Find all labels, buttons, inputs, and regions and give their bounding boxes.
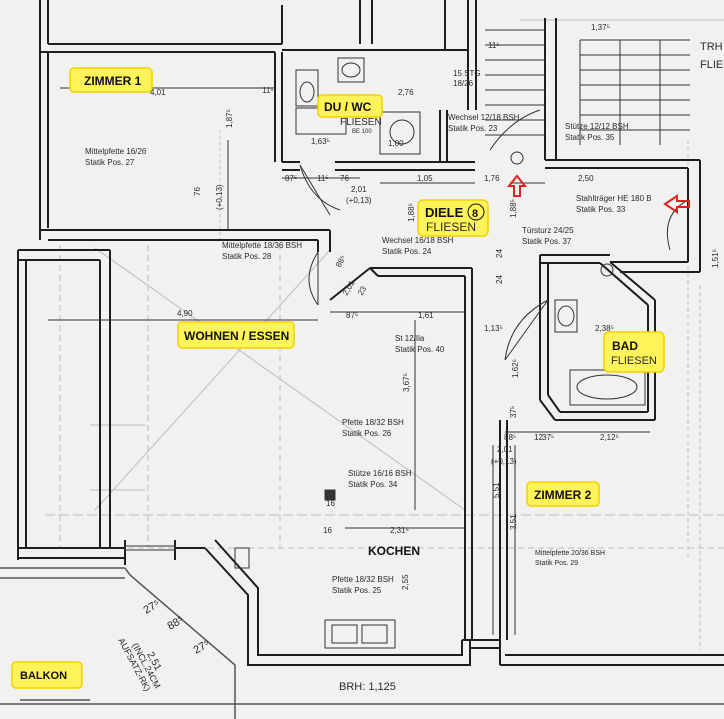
- note-statik-34: Statik Pos. 34: [348, 480, 398, 489]
- dim-151: 1,51⁵: [711, 249, 720, 268]
- note-statik-26: Statik Pos. 26: [342, 429, 392, 438]
- note-wechsel-12: Wechsel 12/18 BSH: [448, 113, 520, 122]
- note-tuersturz: Türsturz 24/25: [522, 226, 574, 235]
- note-statik-24: Statik Pos. 24: [382, 247, 432, 256]
- room-label-wohnen: WOHNEN / ESSEN: [184, 329, 289, 343]
- dim-188b: 1,88⁵: [509, 199, 518, 218]
- ghost-lines: [18, 19, 724, 650]
- note-statik-27: Statik Pos. 27: [85, 158, 135, 167]
- dim-490: 4,90: [177, 309, 193, 318]
- dim-115b: 11⁵: [488, 41, 500, 50]
- dim-161: 1,61: [418, 311, 434, 320]
- dim-37b: 37⁵: [509, 406, 518, 418]
- note-stuetze-1212: Stütze 12/12 BSH: [565, 122, 629, 131]
- room-label-zimmer2: ZIMMER 2: [534, 488, 592, 502]
- dim-88b: 88⁵: [504, 433, 516, 442]
- dim-76a: 76: [340, 174, 349, 183]
- red-arrows: [506, 174, 690, 214]
- room-label-balkon: BALKON: [20, 670, 67, 682]
- arrow-up-icon: [506, 174, 528, 197]
- dim-76b: 76: [193, 187, 202, 196]
- arrow-left-icon: [663, 194, 690, 214]
- dim-351: 3,51: [509, 514, 518, 530]
- dim-255: 2,55: [401, 574, 410, 590]
- room-label-du-wc: DU / WC: [324, 100, 372, 114]
- note-stg: 15 STG: [453, 69, 481, 78]
- note-statik-40: Statik Pos. 40: [395, 345, 445, 354]
- note-statik-37: Statik Pos. 37: [522, 237, 572, 246]
- dim-212: 2,12⁵: [600, 433, 619, 442]
- dim-113: 1,13⁵: [484, 324, 503, 333]
- note-st12: St 12/Ila: [395, 334, 425, 343]
- dim-013b: (+0,13): [215, 184, 224, 210]
- note-wechsel-1618: Wechsel 16/18 BSH: [382, 236, 454, 245]
- room-floor-bad: FLIESEN: [611, 355, 657, 367]
- dim-12: 12: [534, 433, 543, 442]
- dim-551: 5,51: [492, 482, 501, 498]
- note-brh: BRH: 1,125: [339, 681, 396, 693]
- dim-162: 1,62⁵: [511, 359, 520, 378]
- diele-number-circle: [467, 203, 485, 221]
- dim-24a: 24: [495, 249, 504, 258]
- dim-137: 1,37⁵: [591, 23, 610, 32]
- note-be: BE 100: [352, 129, 372, 135]
- room-label-trh: TRH: [700, 41, 723, 53]
- room-label-bad: BAD: [612, 339, 638, 353]
- dim-115a: 11⁵: [262, 86, 274, 95]
- dim-276: 2,76: [398, 88, 414, 97]
- dim-013: (+0,13): [346, 196, 372, 205]
- fixtures: [48, 29, 690, 649]
- dim-367: 3,67⁵: [402, 373, 411, 392]
- room-label-kochen: KOCHEN: [368, 544, 420, 558]
- room-label-zimmer1: ZIMMER 1: [84, 74, 142, 88]
- dim-238: 2,38⁵: [595, 324, 614, 333]
- dim-013c: (+0,13): [491, 457, 517, 466]
- note-statik-35: Statik Pos. 35: [565, 133, 615, 142]
- dim-401: 4,01: [150, 88, 166, 97]
- room-highlights: [11, 67, 665, 689]
- note-pfette-1832-b: Pfette 18/32 BSH: [332, 575, 394, 584]
- note-mittelpfette-1836: Mittelpfette 18/36 BSH: [222, 241, 302, 250]
- dim-87b: 87⁵: [346, 311, 358, 320]
- note-statik-33: Statik Pos. 33: [576, 205, 626, 214]
- balkon-frame: [0, 567, 724, 719]
- room-floor-trh: FLIES: [700, 59, 724, 71]
- dim-24b: 24: [495, 275, 504, 284]
- dim-187: 1,87⁵: [225, 109, 234, 128]
- dim-16b: 16: [323, 526, 332, 535]
- dim-201c: 2,01: [497, 445, 513, 454]
- room-floor-diele: FLIESEN: [426, 220, 476, 234]
- dim-16a: 16: [326, 499, 335, 508]
- dim-231: 2,31⁵: [390, 526, 409, 535]
- dim-100: 1,00: [388, 139, 404, 148]
- note-statik-25: Statik Pos. 25: [332, 586, 382, 595]
- dim-250: 2,50: [578, 174, 594, 183]
- walls: [17, 0, 724, 666]
- dim-201: 2,01: [351, 185, 367, 194]
- note-statik-29: Statik Pos. 29: [535, 560, 578, 567]
- note-statik-23: Statik Pos. 23: [448, 124, 498, 133]
- note-mittelpfette-2036: Mittelpfette 20/36 BSH: [535, 550, 605, 557]
- dim-188: 1,88⁵: [407, 203, 416, 222]
- room-number-diele: 8: [472, 208, 478, 220]
- dim-105: 1,05: [417, 174, 433, 183]
- dim-163: 1,63⁵: [311, 137, 330, 146]
- dim-176: 1,76: [484, 174, 500, 183]
- dim-37: 37⁵: [542, 433, 554, 442]
- note-stahltraeger: Stahlträger HE 180 B: [576, 194, 652, 203]
- dim-11a: 11⁵: [317, 174, 329, 183]
- room-labels: ZIMMER 1 DU / WC FLIESEN DIELE 8 FLIESEN…: [20, 41, 724, 682]
- room-label-diele: DIELE: [425, 205, 464, 220]
- dim-87a: 87⁵: [285, 174, 297, 183]
- room-floor-du-wc: FLIESEN: [340, 117, 382, 128]
- note-statik-28: Statik Pos. 28: [222, 252, 272, 261]
- note-mittelpfette-1626: Mittelpfette 16/26: [85, 147, 147, 156]
- note-stg2: 18/26: [453, 79, 474, 88]
- note-pfette-1832-a: Pfette 18/32 BSH: [342, 418, 404, 427]
- note-stuetze-1616: Stütze 16/16 BSH: [348, 469, 412, 478]
